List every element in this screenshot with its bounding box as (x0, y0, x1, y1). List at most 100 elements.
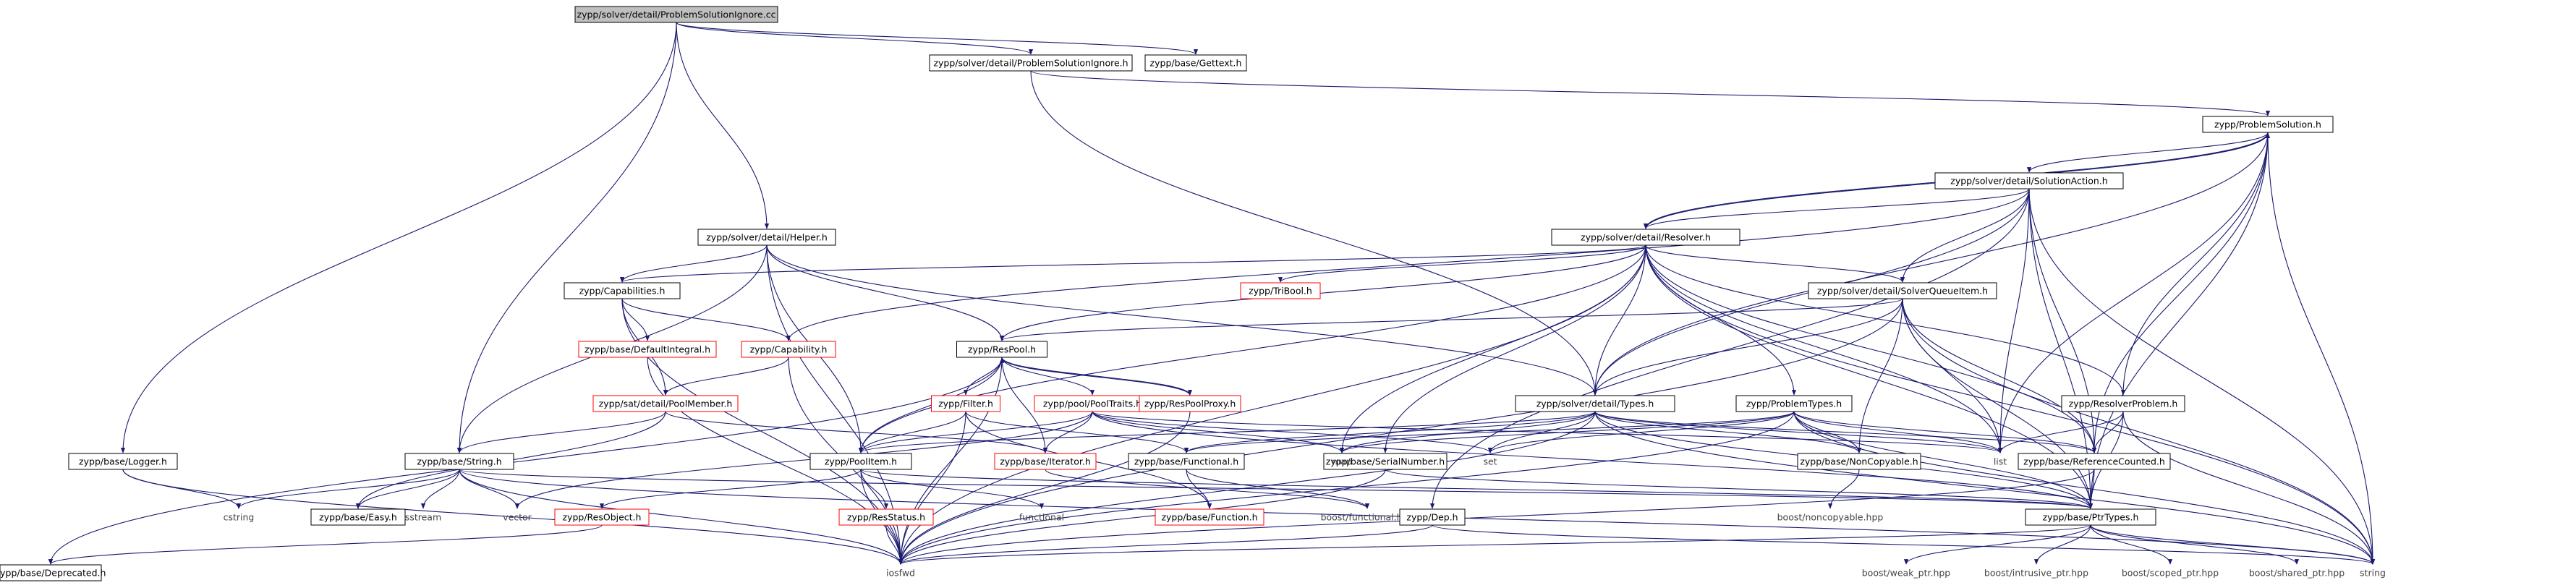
node-label-function: zypp/base/Function.h (1161, 512, 1257, 523)
node-poolitem[interactable]: zypp/PoolItem.h (809, 453, 912, 470)
node-probsol[interactable]: zypp/ProblemSolution.h (2202, 116, 2334, 133)
node-box-respoolproxy (1139, 395, 1241, 412)
edge-solact-to-list (1997, 188, 2030, 453)
edge-solact-to-resolver (1644, 188, 2030, 229)
node-helper[interactable]: zypp/solver/detail/Helper.h (697, 229, 836, 246)
node-string[interactable]: zypp/base/String.h (404, 453, 514, 470)
node-label-noncopy: zypp/base/NonCopyable.h (1800, 456, 1918, 467)
edge-solact-to-stdstring (2028, 188, 2376, 565)
node-deprecated[interactable]: zypp/base/Deprecated.h (0, 564, 106, 581)
node-noncopy[interactable]: zypp/base/NonCopyable.h (1797, 453, 1921, 470)
node-box-psi_h (929, 54, 1133, 72)
node-resproblem[interactable]: zypp/ResolverProblem.h (2061, 395, 2185, 412)
node-label-list: list (1994, 456, 2007, 467)
node-pooltraits[interactable]: zypp/pool/PoolTraits.h (1034, 395, 1151, 412)
node-psi_h[interactable]: zypp/solver/detail/ProblemSolutionIgnore… (929, 54, 1133, 72)
edge-types-to-map (1340, 411, 1596, 453)
edge-root-to-psi_h (676, 22, 1033, 55)
edge-ptrtypes-to-weakptr (1903, 524, 2091, 565)
node-box-poolmember (592, 395, 739, 412)
node-boostnoncopy: boost/noncopyable.hpp (1777, 512, 1884, 523)
node-respoolproxy[interactable]: zypp/ResPoolProxy.h (1139, 395, 1241, 412)
node-label-scopedptr: boost/scoped_ptr.hpp (2122, 568, 2219, 579)
edge-probtypes-to-functional (1184, 411, 1795, 453)
node-label-gettext: zypp/base/Gettext.h (1150, 58, 1242, 69)
header-nodes: zypp/solver/detail/ProblemSolutionIgnore… (0, 6, 2386, 581)
node-box-resproblem (2061, 395, 2185, 412)
node-label-helper: zypp/solver/detail/Helper.h (706, 232, 828, 243)
node-sstream: sstream (405, 512, 441, 523)
edge-functional-to-boostfunc (1186, 469, 1370, 509)
node-label-poolmember: zypp/sat/detail/PoolMember.h (599, 399, 733, 409)
node-label-poolitem: zypp/PoolItem.h (825, 456, 897, 467)
node-box-respool (956, 341, 1047, 358)
node-tribool[interactable]: zypp/TriBool.h (1240, 282, 1321, 299)
node-ptrtypes[interactable]: zypp/base/PtrTypes.h (2025, 508, 2156, 526)
edge-pooltraits-to-poolitem (859, 411, 1093, 453)
edge-resolver-to-serial (1382, 244, 1646, 453)
node-box-string (404, 453, 514, 470)
node-capability[interactable]: zypp/Capability.h (741, 341, 836, 358)
dependency-edges (48, 22, 2376, 565)
edge-sqi-to-refcount (1902, 298, 2097, 453)
node-resolver[interactable]: zypp/solver/detail/Resolver.h (1551, 229, 1740, 246)
edge-solact-to-sqi (1900, 188, 2030, 283)
edge-types-to-stdstring (1594, 411, 2376, 565)
node-respool[interactable]: zypp/ResPool.h (956, 341, 1047, 358)
node-poolmember[interactable]: zypp/sat/detail/PoolMember.h (592, 395, 739, 412)
edge-functional-to-function (1186, 469, 1212, 509)
edge-helper-to-respool (766, 244, 1005, 341)
node-probtypes[interactable]: zypp/ProblemTypes.h (1735, 395, 1853, 412)
node-dep[interactable]: zypp/Dep.h (1399, 508, 1466, 526)
edge-ptrtypes-to-sharedptr (2090, 524, 2299, 565)
node-refcount[interactable]: zypp/base/ReferenceCounted.h (2018, 453, 2171, 470)
node-label-solact: zypp/solver/detail/SolutionAction.h (1950, 176, 2107, 187)
node-solact[interactable]: zypp/solver/detail/SolutionAction.h (1934, 172, 2124, 189)
node-resobject[interactable]: zypp/ResObject.h (554, 508, 650, 526)
edge-sqi-to-types (1592, 298, 1903, 396)
node-functional[interactable]: zypp/base/Functional.h (1128, 453, 1245, 470)
node-gettext[interactable]: zypp/base/Gettext.h (1144, 54, 1247, 72)
node-types[interactable]: zypp/solver/detail/Types.h (1515, 395, 1675, 412)
node-caps[interactable]: zypp/Capabilities.h (564, 282, 681, 299)
node-box-resstatus (838, 508, 934, 526)
edge-resolver-to-map (1339, 244, 1646, 453)
node-box-functional (1128, 453, 1245, 470)
edge-filter-to-functional (965, 411, 1189, 453)
node-weakptr: boost/weak_ptr.hpp (1862, 568, 1951, 579)
node-resstatus[interactable]: zypp/ResStatus.h (838, 508, 934, 526)
node-logger[interactable]: zypp/base/Logger.h (68, 453, 178, 470)
node-iterator[interactable]: zypp/base/Iterator.h (994, 453, 1097, 470)
node-box-sqi (1808, 282, 1997, 299)
edge-resproblem-to-stdstring (2122, 411, 2376, 565)
node-vector: vector (503, 512, 532, 523)
node-easy[interactable]: zypp/base/Easy.h (310, 508, 406, 526)
node-box-logger (68, 453, 178, 470)
edge-types-to-list (1594, 411, 2002, 453)
node-label-psi_h: zypp/solver/detail/ProblemSolutionIgnore… (933, 58, 1128, 69)
node-root[interactable]: zypp/solver/detail/ProblemSolutionIgnore… (574, 6, 778, 23)
node-boostfunc: boost/functional.hpp (1321, 512, 1414, 523)
node-function[interactable]: zypp/base/Function.h (1155, 508, 1264, 526)
node-box-solact (1934, 172, 2124, 189)
edge-probtypes-to-list (1793, 411, 2003, 453)
edge-pooltraits-to-list (1092, 411, 2002, 453)
edge-refcount-to-iosfwd (898, 469, 2095, 565)
edge-resproblem-to-probsol (2122, 132, 2271, 396)
edge-probtypes-to-noncopy (1793, 411, 1862, 453)
node-filter[interactable]: zypp/Filter.h (931, 395, 1000, 412)
edge-root-to-gettext (676, 22, 1198, 55)
node-serial[interactable]: zypp/base/SerialNumber.h (1323, 453, 1448, 470)
node-sqi[interactable]: zypp/solver/detail/SolverQueueItem.h (1808, 282, 1997, 299)
edge-respool-to-filter (963, 357, 1003, 396)
edge-types-to-refcount (1594, 411, 2096, 453)
node-defint[interactable]: zypp/base/DefaultIntegral.h (578, 341, 717, 358)
edge-probsol-to-list (1997, 132, 2269, 453)
node-box-iterator (994, 453, 1097, 470)
node-label-dep: zypp/Dep.h (1406, 512, 1458, 523)
node-functionalstd: functional (1019, 512, 1064, 523)
edge-psi_h-to-types (1030, 70, 1598, 396)
node-label-resproblem: zypp/ResolverProblem.h (2069, 399, 2178, 409)
edge-poolitem-to-functionalstd (860, 469, 1045, 509)
edge-pooltraits-to-ptrtypes (1092, 411, 2093, 509)
